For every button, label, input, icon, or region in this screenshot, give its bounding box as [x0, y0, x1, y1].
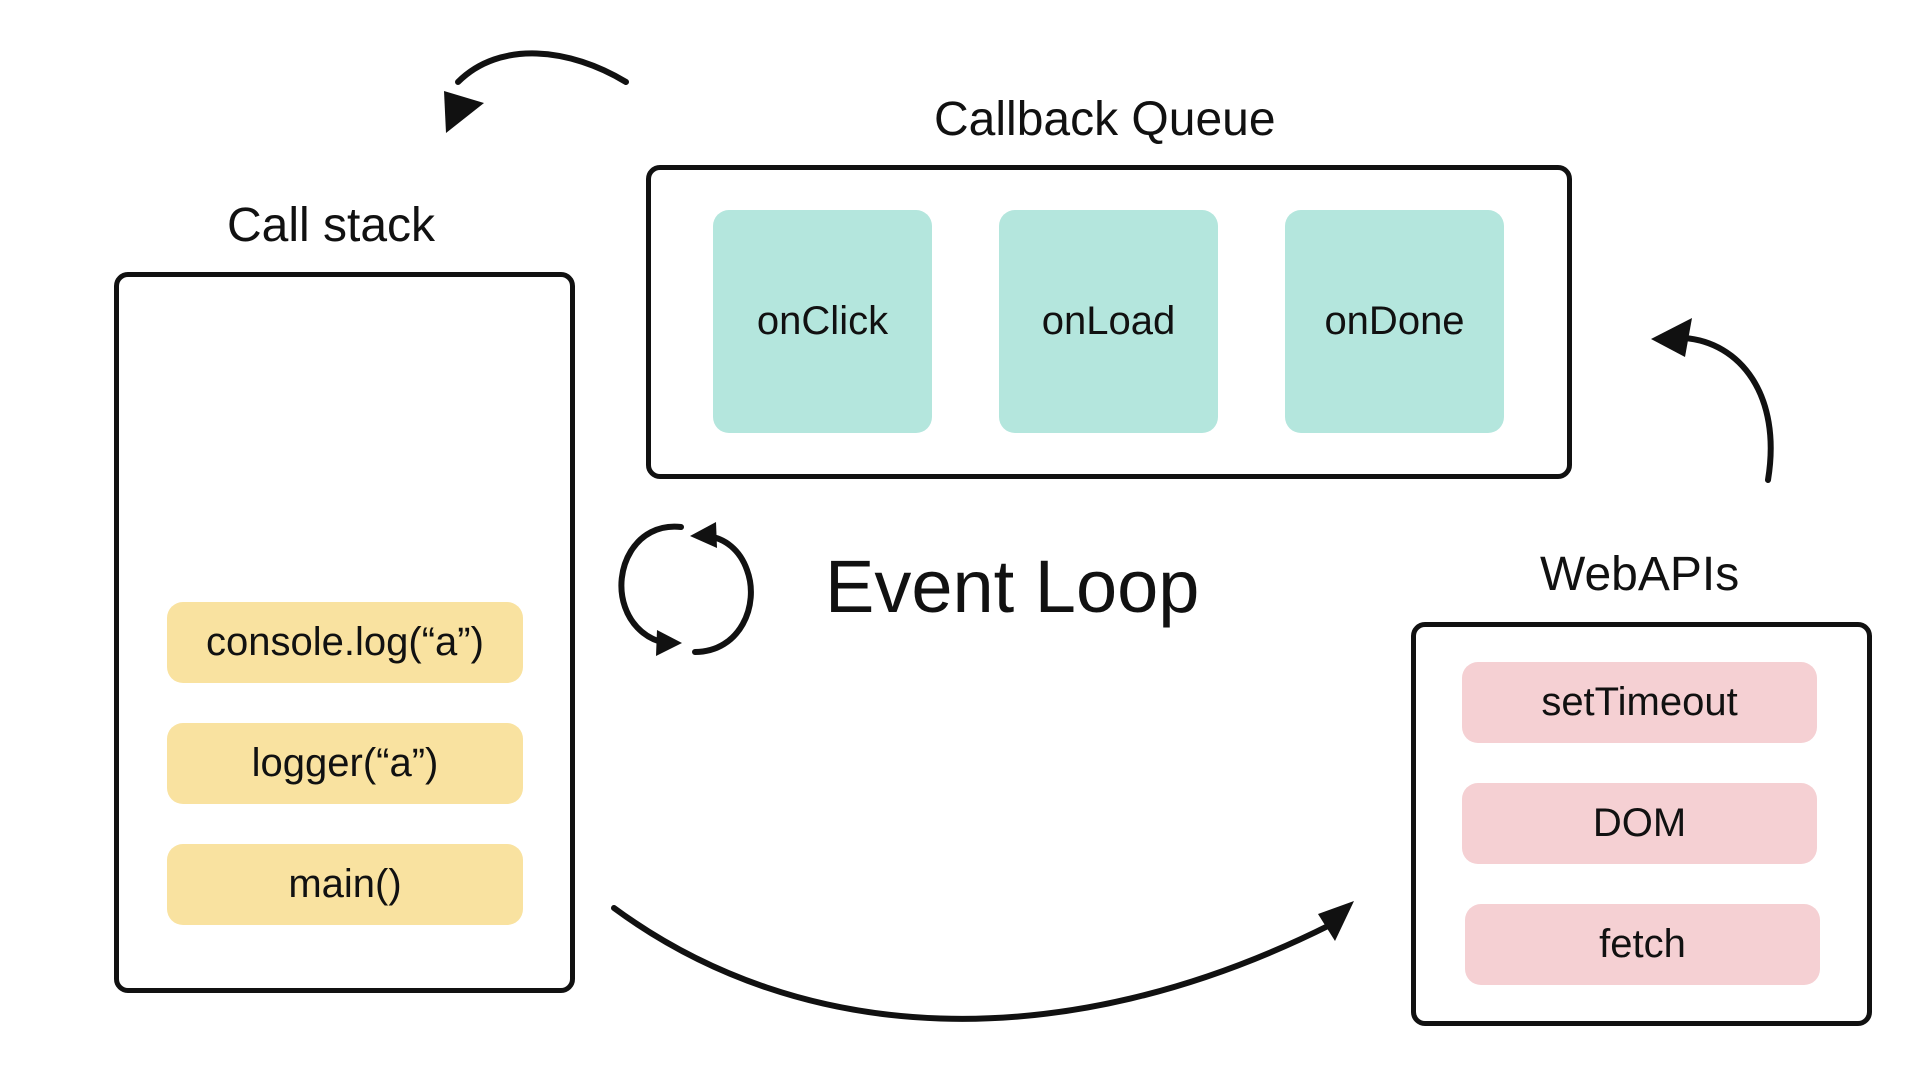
web-api-item-settimeout: setTimeout	[1462, 662, 1817, 743]
callback-queue-item-onload: onLoad	[999, 210, 1218, 433]
stack-to-webapis-arrow	[611, 905, 1333, 1022]
call-stack-item-main: main()	[167, 844, 523, 925]
call-stack-item-console-log: console.log(“a”)	[167, 602, 523, 683]
stack-to-webapis-arrowhead	[1318, 901, 1354, 941]
callback-queue-title: Callback Queue	[934, 93, 1276, 146]
queue-to-stack-arrowhead	[444, 91, 484, 133]
queue-to-stack-arrow	[455, 50, 629, 85]
callback-queue-item-onclick: onClick	[713, 210, 932, 433]
webapis-to-queue-arrow	[1681, 335, 1774, 483]
web-apis-title: WebAPIs	[1540, 548, 1740, 601]
web-api-item-dom: DOM	[1462, 783, 1817, 864]
cycle-arrows-icon	[618, 522, 754, 656]
web-api-item-fetch: fetch	[1465, 904, 1820, 985]
event-loop-label: Event Loop	[825, 545, 1200, 628]
webapis-to-queue-arrowhead	[1651, 318, 1692, 357]
call-stack-item-logger: logger(“a”)	[167, 723, 523, 804]
callback-queue-item-ondone: onDone	[1285, 210, 1504, 433]
call-stack-title: Call stack	[227, 199, 436, 252]
